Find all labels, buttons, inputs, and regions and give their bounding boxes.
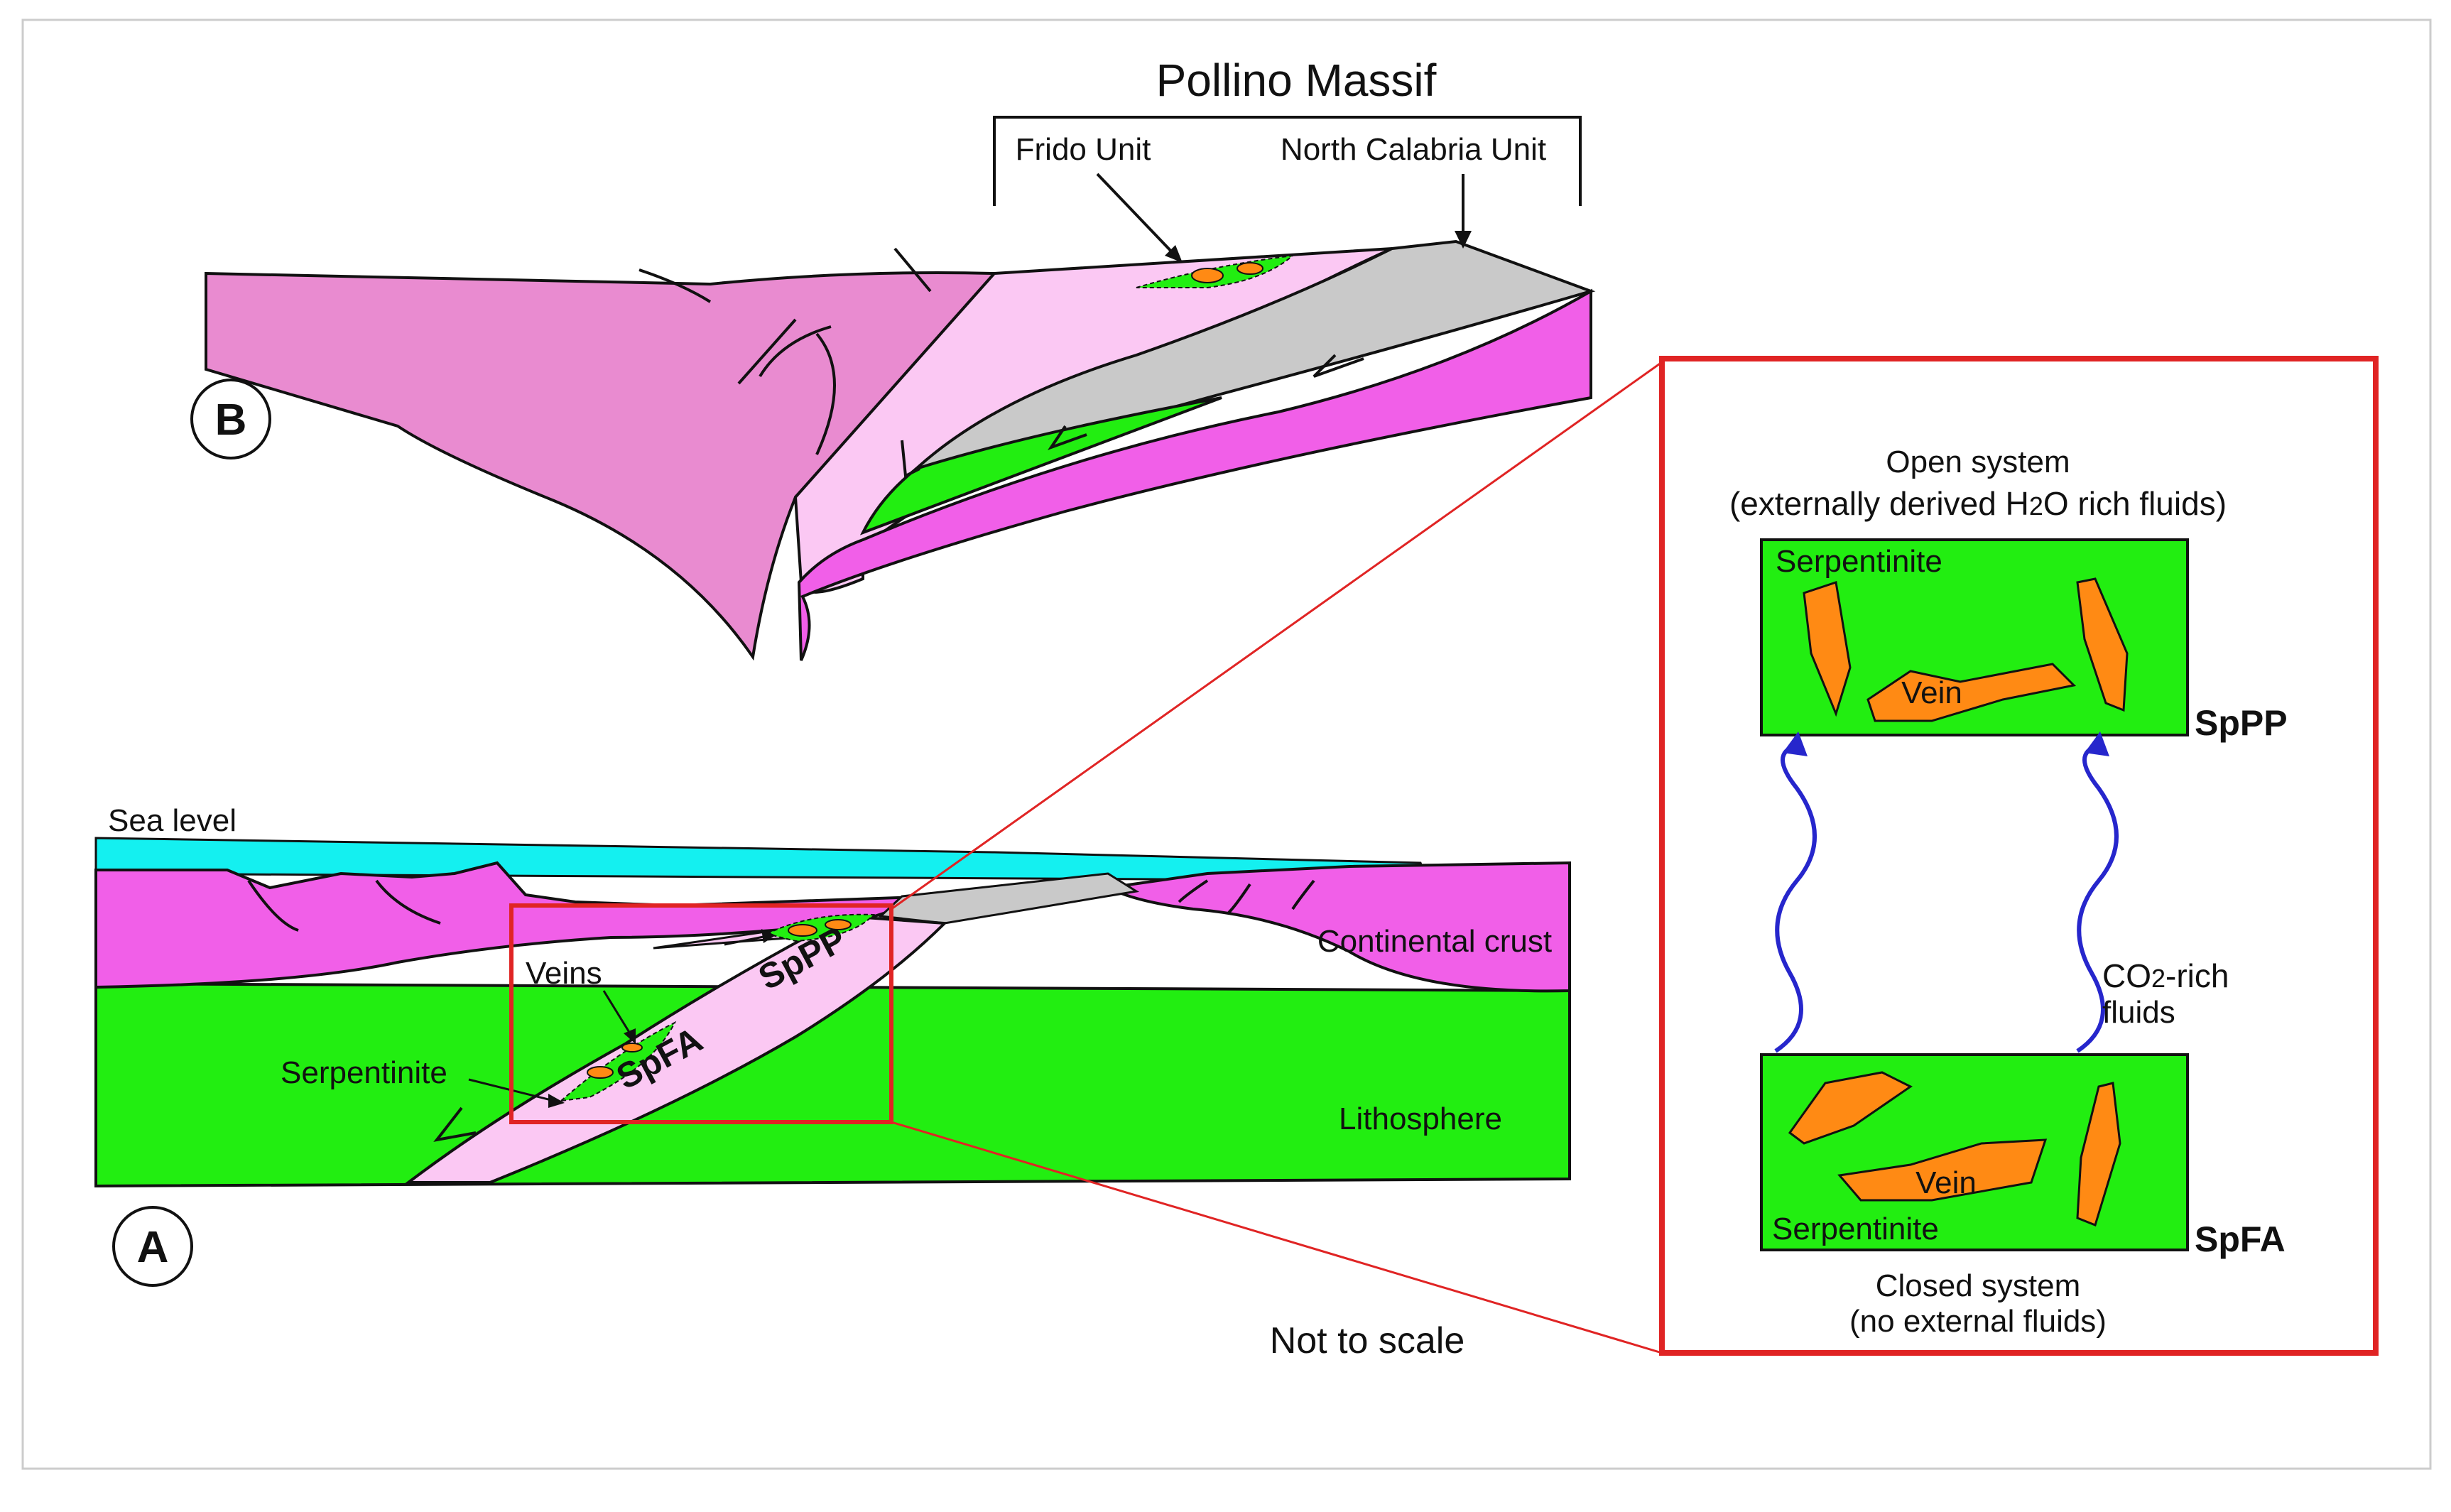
sppp-vein-right [2076,577,2129,712]
north-calabria-arrow-head [1455,231,1472,249]
zoom-line-top [891,361,1663,910]
crust-fault [247,879,299,932]
serpentinite-arrow-head [548,1094,565,1108]
spfa-serpentinite-label: Serpentinite [1772,1212,1939,1246]
panel-b-title: Pollino Massif [1156,55,1437,106]
fluid-arrow-right-head [2085,731,2109,756]
panel-b-frido-vein-2 [1237,262,1263,275]
fluid-arrow-left-head [1783,731,1808,756]
panel-a-letter-circle [112,1206,193,1287]
fluid-arrow-right [2076,744,2119,1053]
panel-b-magenta-band [797,288,1592,661]
spfa-vein-right [2076,1082,2121,1227]
serpentinite-label-a: Serpentinite [281,1055,447,1090]
sppp-arrow-head [761,929,776,943]
crust-fault [1291,879,1315,910]
sppp-vein-label: Vein [1901,675,1962,710]
sppp-vein-center [1866,663,2077,722]
panel-b-fault-line [901,440,920,479]
open-system-line2: (externally derived H2O rich fluids) [1729,485,2227,522]
panel-a-letter: A [137,1223,169,1272]
open-system-line2-post: O rich fluids) [2043,485,2227,522]
closed-system-line1: Closed system [1876,1268,2081,1303]
frido-unit-label: Frido Unit [1016,132,1151,167]
spfa-vein-left [1788,1071,1913,1145]
co2-fluid-line1: CO2-rich [2102,957,2229,994]
co2-sub: 2 [2151,964,2165,993]
spfa-vein-center [1837,1138,2048,1202]
veins-label: Veins [526,956,602,991]
spfa-vein [587,1066,614,1079]
panel-b-frido-vein [1191,268,1224,283]
spfa-vein-2 [621,1043,643,1053]
co2-fluid-line2: fluids [2102,995,2175,1030]
panel-b-pink-crust [205,271,998,661]
zoom-frame-small [509,903,893,1124]
open-system-line1: Open system [1886,445,2070,479]
veins-arrow [602,990,634,1038]
open-system-sub: 2 [2029,491,2043,521]
co2-pre: CO [2102,957,2151,994]
open-system-line2-pre: (externally derived H [1729,485,2029,522]
subducting-slab [404,914,948,1184]
inset-panel: Open system (externally derived H2O rich… [1659,356,2379,1356]
panel-b-fault-line [737,318,797,385]
continental-crust-right [1103,861,1571,993]
panel-b-fault-line [893,247,932,293]
panel-b-letter: B [215,396,247,445]
panel-b-letter-circle [190,379,271,459]
frido-arrow [1096,173,1177,257]
sppp-vein-2 [825,919,852,930]
sppp-vein-left [1803,581,1852,717]
panel-a: Sea level Continental crust Veins Serpen… [94,803,1571,1287]
panel-b-fault-line [1047,425,1087,450]
crust-fault [1227,883,1251,914]
pollino-bracket [993,116,1582,206]
sea-level-label: Sea level [108,803,237,838]
panel-a-grey-unit [878,872,1140,925]
sppp-arrow [724,935,768,946]
sppp-serpentinite-label: Serpentinite [1776,544,1942,579]
closed-system-line2: (no external fluids) [1849,1304,2107,1339]
co2-post: -rich [2165,957,2229,994]
panel-b-fault-line [759,325,832,378]
veins-arrow-head [624,1028,636,1044]
slab-shear-arrow [433,1106,477,1142]
continental-crust-label: Continental crust [1317,924,1552,959]
panel-b: Pollino Massif Frido Unit North Calabria… [190,55,1596,661]
spfa-sample-label: SpFA [2195,1219,2286,1259]
sppp-vein [788,924,817,937]
zoom-line-bottom [891,1121,1663,1354]
crust-fault [375,879,441,925]
sppp-sample-label: SpPP [2195,703,2288,743]
spfa-vein-label: Vein [1915,1165,1977,1200]
fluid-arrow-left [1774,744,1817,1053]
frido-arrow-head [1165,245,1183,263]
panel-b-fault-line [1313,354,1364,378]
panel-b-green-serpentinite [859,396,1222,535]
not-to-scale-label: Not to scale [1270,1320,1465,1361]
panel-b-fault-line [815,332,836,455]
crust-fault [1178,879,1209,903]
panel-b-fault-line [638,268,712,303]
north-calabria-unit-label: North Calabria Unit [1281,132,1546,167]
lithosphere-label: Lithosphere [1339,1102,1502,1136]
